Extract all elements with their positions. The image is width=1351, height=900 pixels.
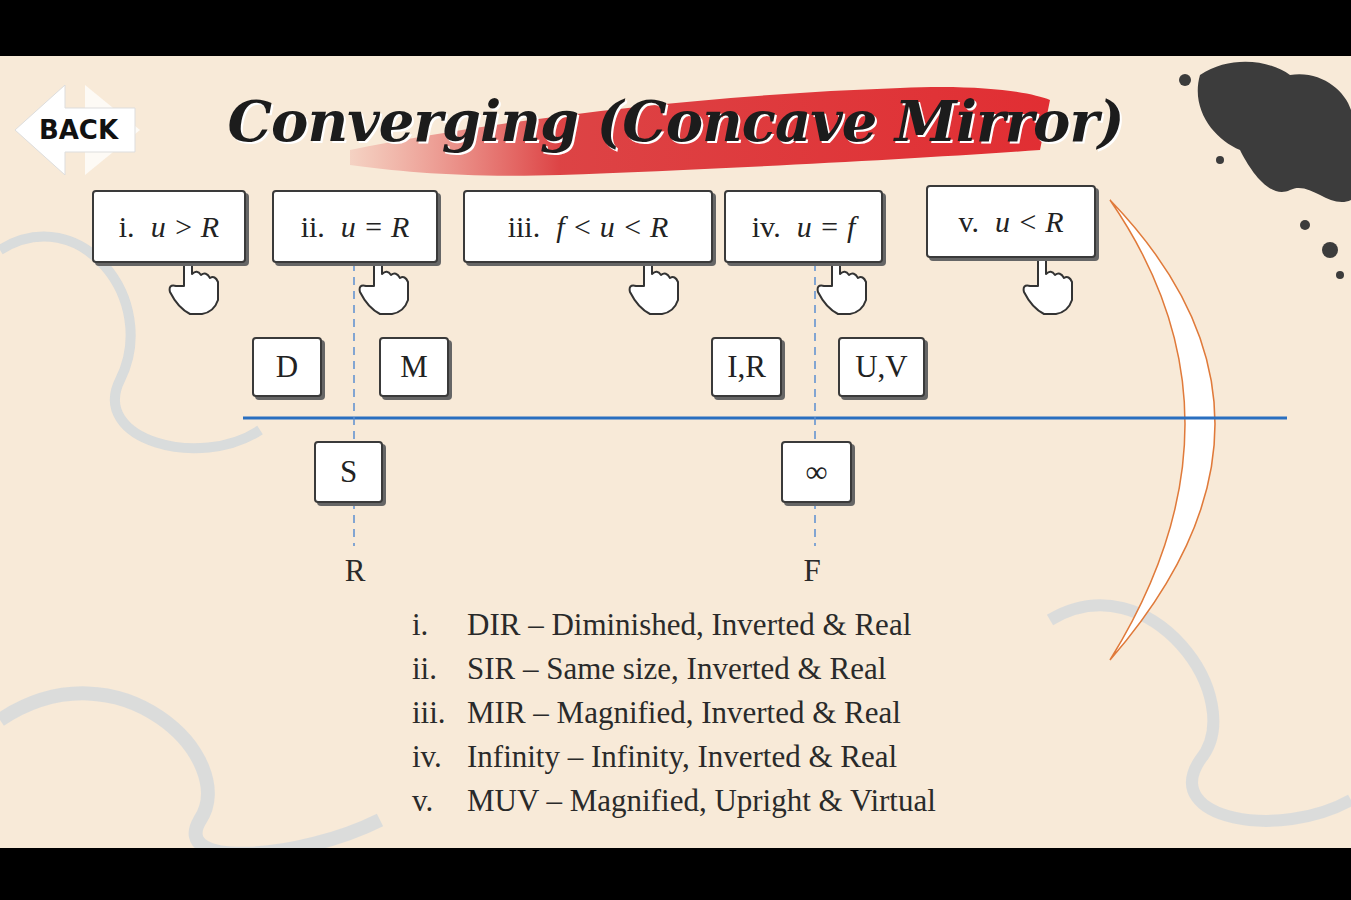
ink-splatter xyxy=(1179,62,1351,279)
top-bar xyxy=(0,0,1351,56)
condition-text: u = f xyxy=(797,210,856,244)
condition-text: u = R xyxy=(341,210,410,244)
case-number: v. xyxy=(958,205,979,239)
legend-text: DIR – Diminished, Inverted & Real xyxy=(467,607,911,643)
case-number: i. xyxy=(119,210,135,244)
condition-box: iv. u = f xyxy=(724,190,883,263)
smoke xyxy=(0,693,380,853)
image-property-box: M xyxy=(379,337,449,397)
image-property-box: I,R xyxy=(711,337,782,397)
list-number: iii. xyxy=(412,695,446,731)
property-letter: U,V xyxy=(855,349,908,385)
point-label: F xyxy=(803,553,820,589)
list-number: iv. xyxy=(412,739,442,775)
condition-text: u > R xyxy=(151,210,220,244)
list-number: ii. xyxy=(412,651,437,687)
property-letter: S xyxy=(340,454,357,490)
image-property-box: ∞ xyxy=(781,441,852,503)
condition-box: v. u < R xyxy=(926,185,1096,258)
case-number: iv. xyxy=(752,210,781,244)
property-letter: M xyxy=(400,349,428,385)
principal-axis xyxy=(243,417,1287,420)
condition-box: ii. u = R xyxy=(272,190,438,263)
legend-text: Infinity – Infinity, Inverted & Real xyxy=(467,739,897,775)
image-property-box: U,V xyxy=(838,337,925,397)
condition-text: f < u < R xyxy=(556,210,668,244)
legend-text: SIR – Same size, Inverted & Real xyxy=(467,651,886,687)
case-number: ii. xyxy=(301,210,325,244)
button-label: BACK xyxy=(39,115,118,145)
focus-line xyxy=(814,263,816,546)
list-number: v. xyxy=(412,783,433,819)
concave-mirror xyxy=(1110,200,1215,660)
condition-text: u < R xyxy=(995,205,1064,239)
property-letter: I,R xyxy=(727,349,766,385)
centre-line xyxy=(353,263,355,546)
property-letter: D xyxy=(276,349,298,385)
legend-text: MUV – Magnified, Upright & Virtual xyxy=(467,783,936,819)
property-letter: ∞ xyxy=(805,454,827,490)
list-number: i. xyxy=(412,607,428,643)
condition-box: i. u > R xyxy=(92,190,246,263)
image-property-box: D xyxy=(252,337,322,397)
legend-text: MIR – Magnified, Inverted & Real xyxy=(467,695,901,731)
title: Converging (Concave Mirror) xyxy=(0,88,1351,154)
image-property-box: S xyxy=(314,441,383,503)
back-button: BACK xyxy=(15,85,142,175)
case-number: iii. xyxy=(508,210,541,244)
smoke xyxy=(0,237,260,449)
smoke xyxy=(1050,605,1351,820)
bottom-bar xyxy=(0,848,1351,900)
point-label: R xyxy=(345,553,366,589)
condition-box: iii. f < u < R xyxy=(463,190,713,263)
